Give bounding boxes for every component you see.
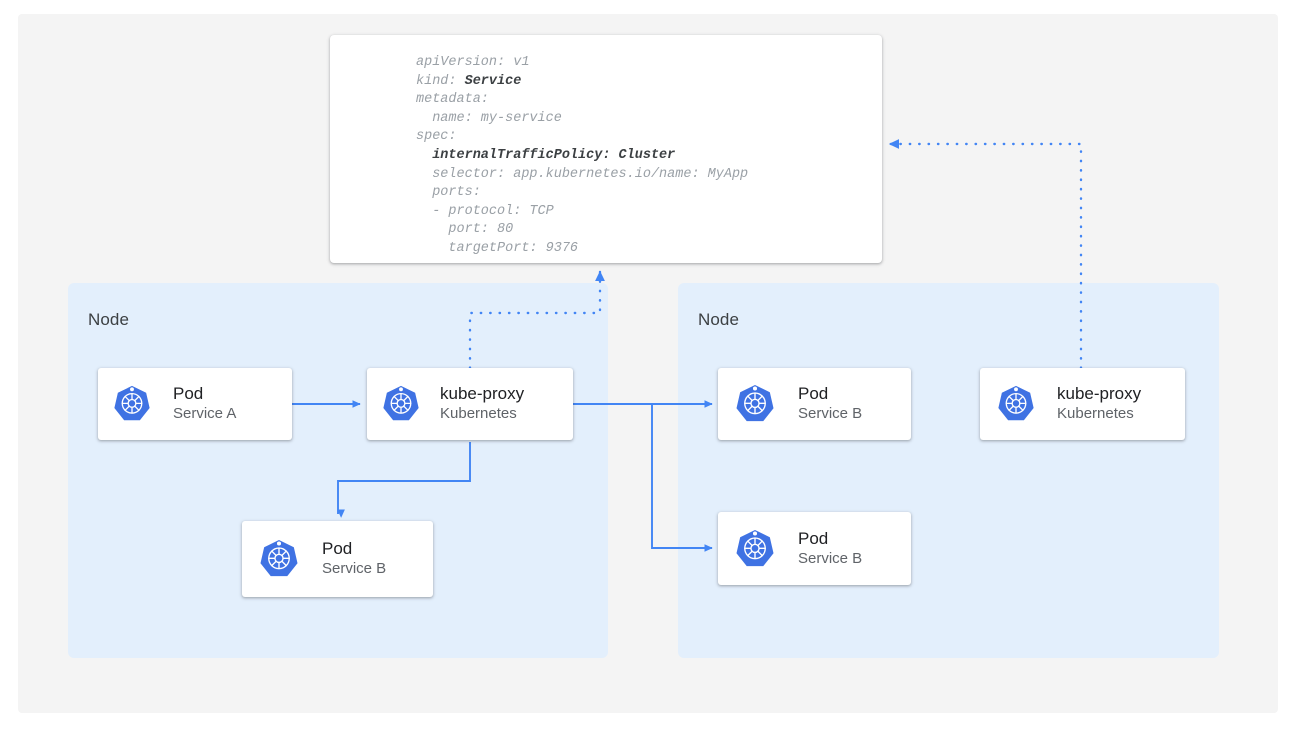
card-pod-service-b-local[interactable]: Pod Service B bbox=[242, 521, 433, 597]
card-kube-proxy-right[interactable]: kube-proxy Kubernetes bbox=[980, 368, 1185, 440]
node-group-right bbox=[678, 283, 1219, 658]
card-subtitle: Kubernetes bbox=[440, 405, 517, 423]
service-spec-yaml: apiVersion: v1 kind: Service metadata: n… bbox=[416, 54, 748, 259]
card-title: Pod bbox=[173, 384, 204, 404]
yaml-line-selector: selector: app.kubernetes.io/name: MyApp bbox=[416, 166, 749, 182]
card-title: Pod bbox=[322, 539, 353, 559]
service-spec-panel: apiVersion: v1 kind: Service metadata: n… bbox=[330, 35, 882, 263]
kubernetes-icon bbox=[736, 529, 774, 566]
card-title: kube-proxy bbox=[440, 384, 525, 404]
card-title: Pod bbox=[798, 528, 829, 548]
node-group-left bbox=[68, 283, 608, 658]
card-pod-service-b-remote-top[interactable]: Pod Service B bbox=[718, 368, 911, 440]
card-subtitle: Service B bbox=[322, 560, 387, 578]
card-pod-service-a[interactable]: Pod Service A bbox=[98, 368, 292, 440]
yaml-line-kind: kind: Service bbox=[416, 73, 522, 89]
card-subtitle: Service B bbox=[798, 405, 863, 423]
card-title: kube-proxy bbox=[1057, 384, 1142, 404]
node-label-left: Node bbox=[88, 310, 130, 329]
yaml-line-apiversion: apiVersion: v1 bbox=[416, 55, 530, 70]
kubernetes-icon bbox=[260, 539, 298, 577]
yaml-line-protocol: - protocol: TCP bbox=[416, 203, 554, 219]
yaml-line-spec: spec: bbox=[416, 129, 457, 145]
card-title: Pod bbox=[798, 384, 829, 404]
yaml-line-ports: ports: bbox=[416, 185, 481, 201]
kubernetes-icon bbox=[736, 384, 774, 422]
yaml-line-targetport: targetPort: 9376 bbox=[416, 240, 579, 256]
card-subtitle: Service A bbox=[173, 405, 237, 423]
yaml-line-name: name: my-service bbox=[416, 110, 562, 126]
card-pod-service-b-remote-bottom[interactable]: Pod Service B bbox=[718, 512, 911, 585]
node-label-right: Node bbox=[698, 310, 740, 329]
kubernetes-icon bbox=[998, 385, 1034, 421]
yaml-line-internal-traffic-policy: internalTrafficPolicy: Cluster bbox=[416, 147, 676, 163]
yaml-line-metadata: metadata: bbox=[416, 92, 489, 108]
card-subtitle: Kubernetes bbox=[1057, 405, 1134, 423]
yaml-line-port: port: 80 bbox=[416, 222, 514, 238]
kubernetes-icon bbox=[383, 385, 419, 421]
card-subtitle: Service B bbox=[798, 549, 863, 567]
card-kube-proxy-left[interactable]: kube-proxy Kubernetes bbox=[367, 368, 573, 440]
kubernetes-icon bbox=[114, 385, 150, 421]
